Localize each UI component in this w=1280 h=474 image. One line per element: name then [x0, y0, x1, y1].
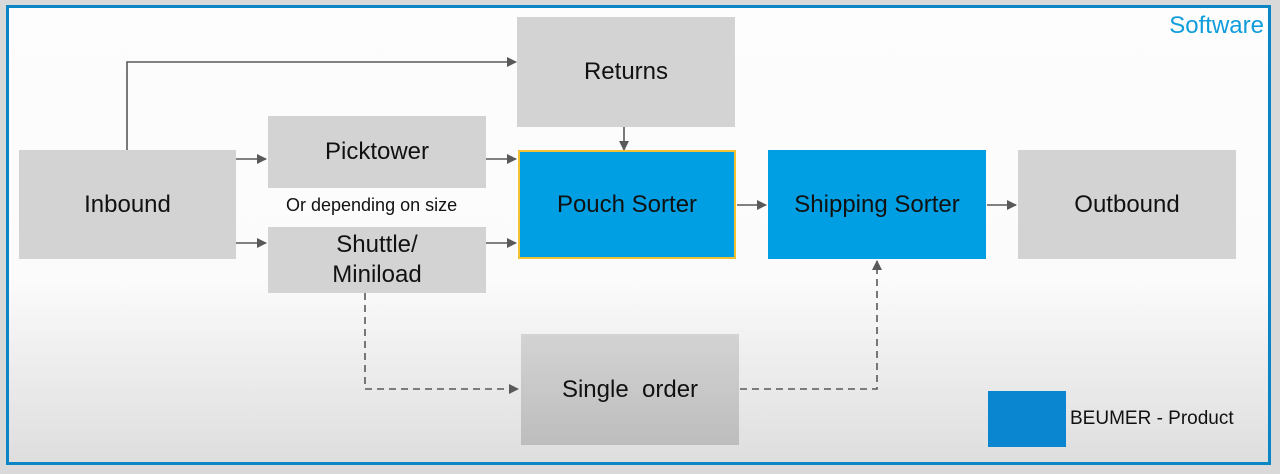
legend-swatch	[988, 391, 1066, 447]
node-single-order: Single order	[521, 334, 739, 445]
node-pouch-sorter: Pouch Sorter	[518, 150, 736, 259]
edge-inbound-returns	[126, 57, 517, 150]
node-shuttle-miniload: Shuttle/ Miniload	[268, 227, 486, 293]
node-returns: Returns	[517, 17, 735, 127]
node-shipping-sorter: Shipping Sorter	[768, 150, 986, 259]
edge-shuttle-single	[364, 293, 519, 394]
edge-single-shipping	[740, 260, 882, 390]
note-depending-on-size: Or depending on size	[286, 195, 458, 215]
node-inbound: Inbound	[19, 150, 236, 259]
legend-label: BEUMER - Product	[1070, 408, 1234, 429]
diagram-title: Software	[1169, 12, 1264, 39]
node-outbound: Outbound	[1018, 150, 1236, 259]
node-picktower: Picktower	[268, 116, 486, 188]
